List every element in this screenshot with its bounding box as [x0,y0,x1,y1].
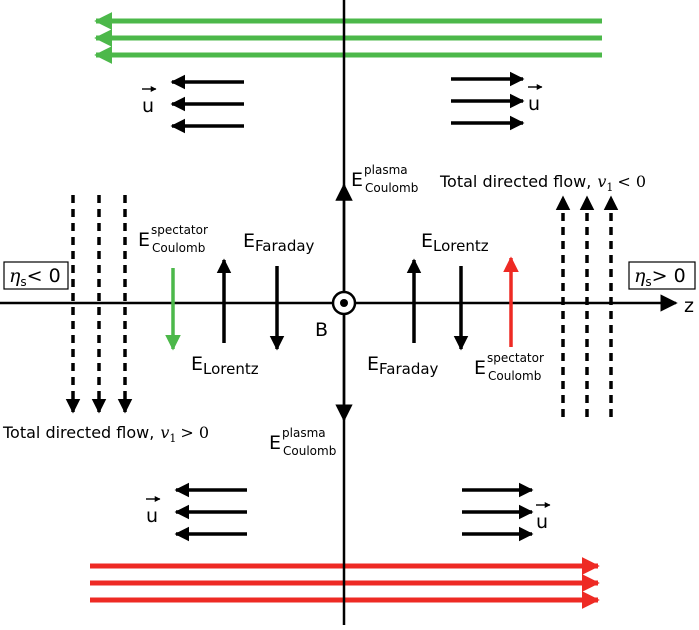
velocity-symbol: u [528,93,540,115]
e-lorentz-left-label: ELorentz [191,353,259,378]
e-lorentz-right-label: ELorentz [421,230,489,255]
b-field-label: B [315,319,328,341]
u-arrows-lower-left [174,482,247,542]
velocity-symbol: u [536,511,548,533]
u-arrows-upper-right [451,71,525,131]
eta-symbol: η [9,265,21,287]
velocity-symbol: u [142,95,154,117]
flow-label-top: Total directed flow,v1< 0 [439,172,646,194]
e-faraday-left-label: EFaraday [243,230,315,255]
svg-text:ηs< 0: ηs< 0 [9,265,61,289]
z-axis-label: z [684,295,694,317]
u-label-upper-left: u [142,86,157,117]
velocity-symbol: u [146,505,158,527]
eta-subscript: s [645,275,651,289]
u-label-lower-left: u [146,496,161,527]
eta-left-box: ηs< 0 [3,261,69,290]
eta-symbol: η [634,265,646,287]
b-field-symbol [331,290,357,316]
u-arrows-lower-right [462,482,534,542]
e-faraday-right-label: EFaraday [367,353,439,378]
green-beam-lines [94,12,602,64]
svg-text:ηs> 0: ηs> 0 [634,265,686,289]
eta-subscript: s [20,275,26,289]
eta-relation: < 0 [27,265,61,287]
u-label-lower-right: u [536,502,551,533]
u-label-upper-right: u [528,84,543,115]
u-arrows-upper-left [170,74,244,134]
eta-right-box: ηs> 0 [628,261,696,290]
eta-relation: > 0 [652,265,686,287]
flow-arrows-right [555,195,619,417]
flow-label-bottom: Total directed flow,v1> 0 [2,423,209,445]
